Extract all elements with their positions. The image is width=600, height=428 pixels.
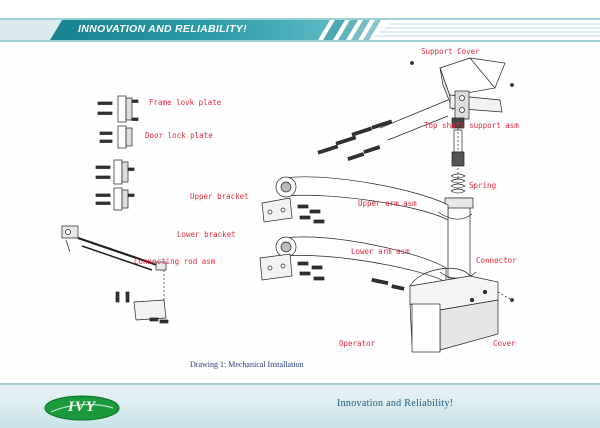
label-door-lock-plate: Door lock plate (145, 131, 213, 140)
banner-title: INNOVATION AND RELIABILITY! (78, 23, 247, 35)
label-lower-arm: Lower arm asm (351, 247, 410, 256)
label-lower-bracket: Lower bracket (177, 230, 236, 239)
banner-background (0, 18, 600, 42)
label-top-shaft: Top shaft support asm (424, 121, 519, 130)
footer-slogan: Innovation and Reliability! (337, 398, 454, 409)
logo-text: IVY (67, 399, 96, 415)
footer-background (0, 383, 600, 428)
label-frame-lock-plate: Frame lovk plate (149, 98, 222, 107)
label-connector: Connector (476, 256, 517, 265)
label-upper-bracket: Upper bracket (190, 192, 249, 201)
label-cover: Cover (493, 339, 516, 348)
label-spring: Spring (469, 181, 497, 190)
label-connecting-rod: Connecting rod asm (134, 257, 216, 266)
logo-ellipse-icon (44, 395, 120, 421)
header-banner: INNOVATION AND RELIABILITY! (0, 18, 600, 42)
label-support-cover: Support Cover (421, 47, 480, 56)
label-upper-arm: Upper arm asm (358, 199, 417, 208)
drawing-caption: Drawing 1: Mechanical Installation (190, 360, 304, 369)
ivy-logo: IVY (43, 394, 121, 422)
footer: IVY Innovation and Reliability! (0, 383, 600, 428)
label-operator: Operator (339, 339, 376, 348)
